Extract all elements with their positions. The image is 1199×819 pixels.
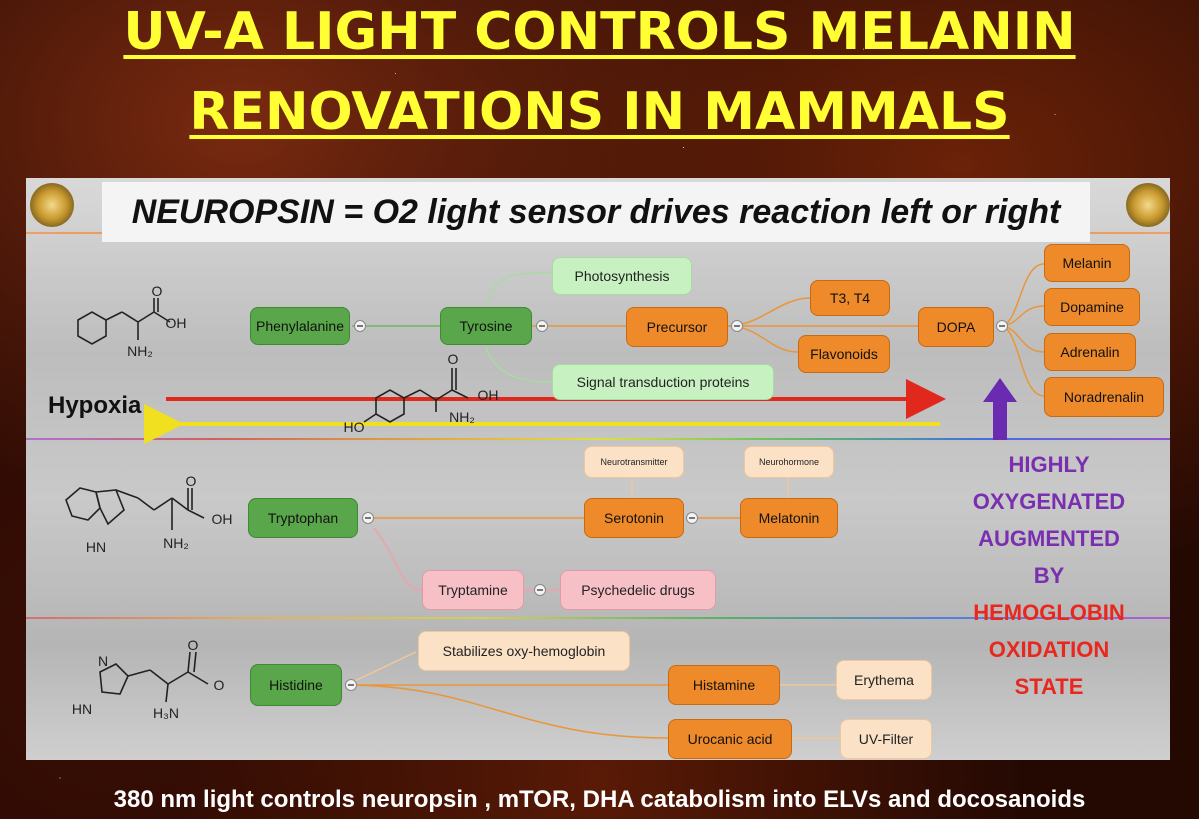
trp-o-label: O: [185, 473, 197, 489]
trp-hn-label: HN: [85, 539, 107, 555]
side-text-state: STATE: [1014, 674, 1084, 699]
note-stabilizes-oxy-hemoglobin: Stabilizes oxy-hemoglobin: [418, 631, 630, 671]
tyr-oh-label: OH: [477, 387, 499, 403]
side-text-oxygenated: OXYGENATED: [972, 489, 1126, 514]
page-title-line-1: UV-A LIGHT CONTROLS MELANIN: [123, 2, 1076, 62]
node-noradrenalin[interactable]: Noradrenalin: [1044, 377, 1164, 417]
side-text-augmented: AUGMENTED: [978, 526, 1120, 551]
footer-caption: 380 nm light controls neuropsin , mTOR, …: [113, 786, 1086, 813]
his-hn-label: HN: [71, 701, 93, 717]
node-photosynthesis[interactable]: Photosynthesis: [552, 257, 692, 295]
note-uv-filter: UV-Filter: [840, 719, 932, 759]
side-text-by: BY: [1033, 563, 1065, 588]
rosette-ornament-right: [1126, 183, 1170, 227]
collapse-toggle-tryptamine[interactable]: [534, 584, 546, 596]
rosette-ornament-left: [30, 183, 74, 227]
band-divider-lower: [26, 617, 1170, 619]
diagram-subtitle: NEUROPSIN = O2 light sensor drives react…: [102, 182, 1090, 242]
node-adrenalin[interactable]: Adrenalin: [1044, 333, 1136, 371]
phe-oh-label: OH: [165, 315, 187, 331]
note-erythema: Erythema: [836, 660, 932, 700]
collapse-toggle-dopa[interactable]: [996, 320, 1008, 332]
collapse-toggle-histidine[interactable]: [345, 679, 357, 691]
node-serotonin[interactable]: Serotonin: [584, 498, 684, 538]
tyr-nh2-label: NH₂: [449, 409, 475, 425]
his-h3n-label: H₃N: [153, 705, 179, 721]
node-t3-t4[interactable]: T3, T4: [810, 280, 890, 316]
band-divider-middle: [26, 438, 1170, 440]
tyr-o-label: O: [447, 351, 459, 367]
collapse-toggle-tyrosine[interactable]: [536, 320, 548, 332]
side-text-highly: HIGHLY: [1008, 452, 1090, 477]
his-o-top-label: O: [187, 637, 199, 653]
collapse-toggle-tryptophan[interactable]: [362, 512, 374, 524]
node-melatonin[interactable]: Melatonin: [740, 498, 838, 538]
note-neurohormone: Neurohormone: [744, 446, 834, 478]
node-signal-transduction[interactable]: Signal transduction proteins: [552, 364, 774, 400]
node-tryptamine[interactable]: Tryptamine: [422, 570, 524, 610]
node-flavonoids[interactable]: Flavonoids: [798, 335, 890, 373]
node-urocanic-acid[interactable]: Urocanic acid: [668, 719, 792, 759]
his-n-label: N: [97, 653, 109, 669]
side-text-hemoglobin: HEMOGLOBIN: [973, 600, 1125, 625]
node-phenylalanine[interactable]: Phenylalanine: [250, 307, 350, 345]
collapse-toggle-serotonin[interactable]: [686, 512, 698, 524]
phe-o-label: O: [151, 283, 163, 299]
note-neurotransmitter: Neurotransmitter: [584, 446, 684, 478]
collapse-toggle-precursor[interactable]: [731, 320, 743, 332]
tyr-ho-label: HO: [343, 419, 365, 435]
node-tyrosine[interactable]: Tyrosine: [440, 307, 532, 345]
up-arrow-icon: [983, 378, 1017, 440]
hypoxia-label: Hypoxia: [48, 392, 142, 419]
page-title-line-2: RENOVATIONS IN MAMMALS: [189, 82, 1010, 142]
trp-oh-label: OH: [211, 511, 233, 527]
phe-nh2-label: NH₂: [127, 343, 153, 359]
node-dopamine[interactable]: Dopamine: [1044, 288, 1140, 326]
node-precursor[interactable]: Precursor: [626, 307, 728, 347]
node-histamine[interactable]: Histamine: [668, 665, 780, 705]
his-o-right-label: O: [213, 677, 225, 693]
node-melanin[interactable]: Melanin: [1044, 244, 1130, 282]
collapse-toggle-phenylalanine[interactable]: [354, 320, 366, 332]
side-text-oxidation: OXIDATION: [988, 637, 1110, 662]
node-psychedelic-drugs[interactable]: Psychedelic drugs: [560, 570, 716, 610]
node-tryptophan[interactable]: Tryptophan: [248, 498, 358, 538]
node-dopa[interactable]: DOPA: [918, 307, 994, 347]
trp-nh2-label: NH₂: [163, 535, 189, 551]
node-histidine[interactable]: Histidine: [250, 664, 342, 706]
